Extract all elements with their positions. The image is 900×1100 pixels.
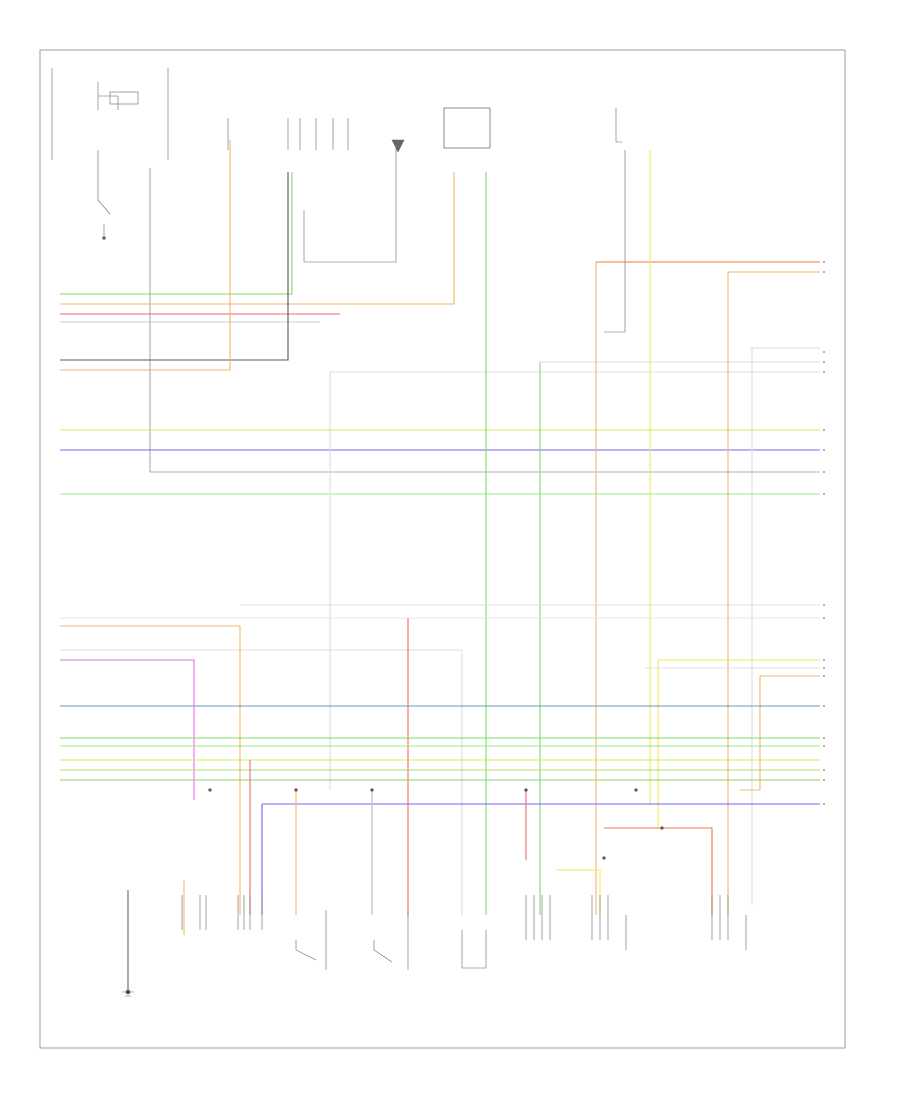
wire-orange-2 xyxy=(60,140,231,371)
wire-harness xyxy=(60,140,820,990)
connector-cluster-4 xyxy=(591,895,627,950)
wire-orange-1 xyxy=(60,172,455,305)
wire-orange-top xyxy=(727,271,820,915)
connector-cluster-3 xyxy=(525,895,551,940)
splice-points xyxy=(208,788,664,860)
top-connector-group xyxy=(227,107,626,333)
wire-yellow-drop xyxy=(556,869,601,915)
wire-green-1 xyxy=(60,172,293,295)
wire-dark-1 xyxy=(60,172,289,361)
wire-gray-low-3 xyxy=(60,649,463,915)
switch-1 xyxy=(295,910,327,970)
connector-cluster-1 xyxy=(181,895,207,930)
wire-pink-low xyxy=(60,659,195,800)
wire-orange-red-drop xyxy=(604,827,713,915)
bottom-components xyxy=(122,895,747,997)
connector-cluster-2 xyxy=(237,895,263,930)
wire-blue-low xyxy=(261,803,820,915)
sensor-loop xyxy=(461,930,487,969)
wire-orange-low-2 xyxy=(740,675,820,791)
terminal-marks xyxy=(823,261,825,805)
switch-2 xyxy=(373,910,409,970)
wire-orange-low xyxy=(60,625,241,915)
connector-cluster-5 xyxy=(711,895,747,950)
top-left-fuse-relay-block xyxy=(51,68,820,473)
wire-yellow-low-1 xyxy=(657,659,820,828)
diagram-frame xyxy=(39,49,846,1049)
